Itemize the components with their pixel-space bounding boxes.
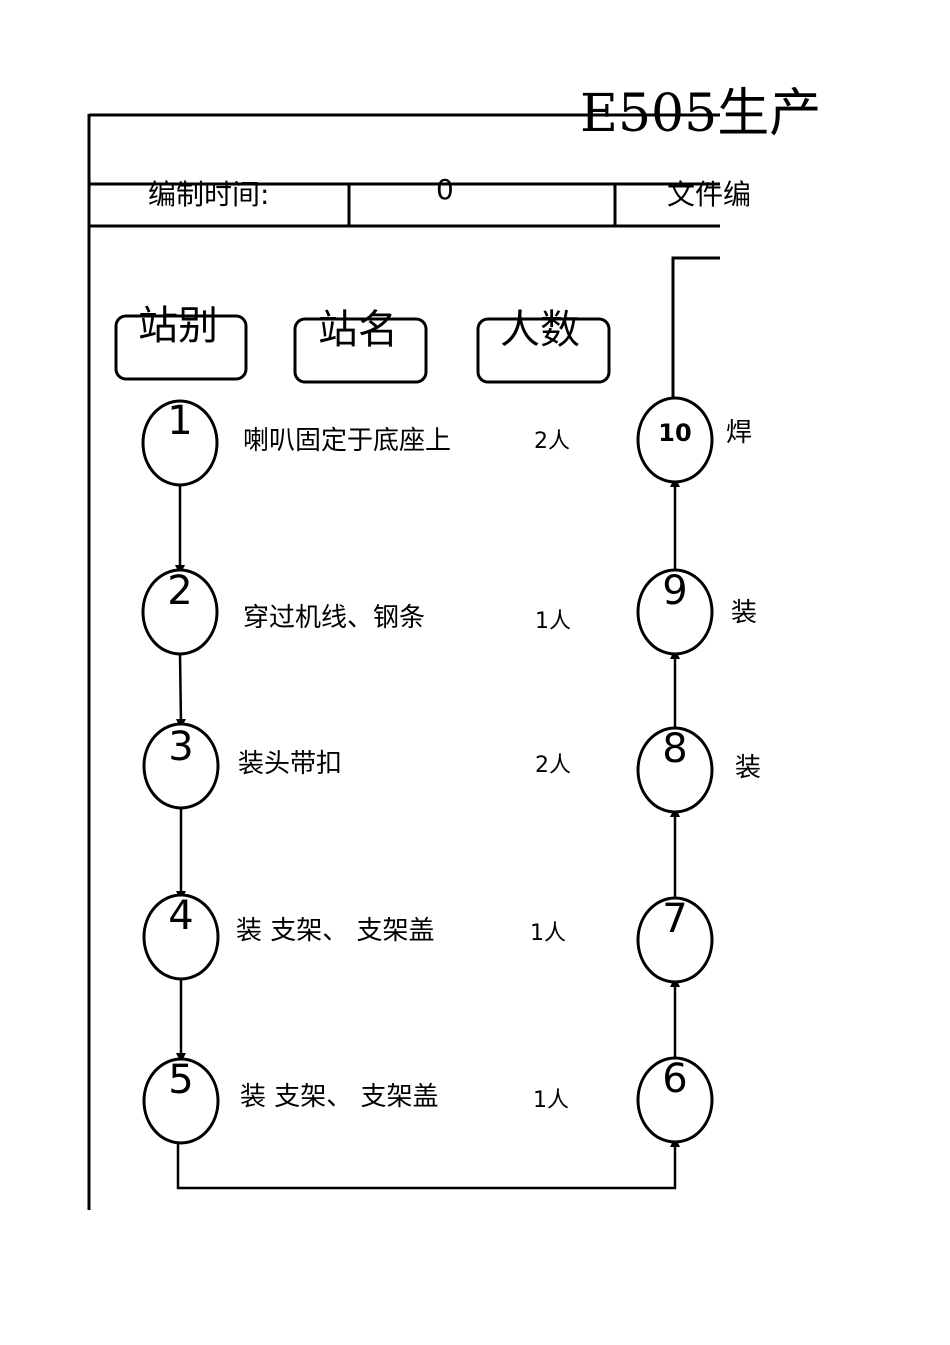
station-name: 焊 [726,418,753,448]
station-headcount: 2人 [535,753,571,778]
station-headcount: 2人 [534,429,570,454]
right-top-connector [671,256,720,398]
station-name-head: 站名 [318,307,398,353]
station-3-circle [142,722,220,810]
headcount-head-box [476,317,611,384]
station-name: 穿过机线、钢条 [243,603,426,633]
station-number: 3 [168,724,194,770]
station-number: 5 [168,1057,194,1103]
station-number: 7 [662,896,688,942]
station-name: 装头带扣 [238,749,343,779]
station-name-head-box [293,317,428,384]
arrow-2-3 [175,653,186,729]
station-8-circle [636,726,714,814]
station-10-circle [636,396,714,484]
arrow-5-6 [176,1137,680,1190]
station-number: 1 [167,398,193,444]
station-number: 9 [662,568,688,614]
station-headcount: 1人 [530,921,566,946]
station-1-circle [141,399,219,487]
station-number: 10 [658,419,692,447]
station-name: 装 [731,598,758,628]
station-number: 6 [662,1056,688,1102]
station-name: 装 支架、 支架盖 [240,1082,439,1112]
station-name: 装 [735,753,762,783]
station-7-circle [636,896,714,984]
station-name: 装 支架、 支架盖 [236,916,435,946]
station-6-circle [636,1056,714,1144]
station-number: 4 [168,893,194,939]
station-5-circle [142,1057,220,1145]
station-9-circle [636,568,714,656]
station-name: 喇叭固定于底座上 [243,426,452,456]
station-head-box [114,314,248,381]
station-head: 站别 [138,303,218,349]
station-headcount: 1人 [535,609,571,634]
station-2-circle [141,568,219,656]
document-title: E505生产 [580,84,822,144]
compile-time-value: 0 [436,173,454,206]
station-4-circle [142,893,220,981]
station-number: 2 [167,568,193,614]
headcount-head: 人数 [500,307,580,353]
file-number-label: 文件编 [667,178,752,211]
station-headcount: 1人 [533,1088,569,1113]
station-number: 8 [662,726,688,772]
compile-time-label: 编制时间: [148,178,270,211]
